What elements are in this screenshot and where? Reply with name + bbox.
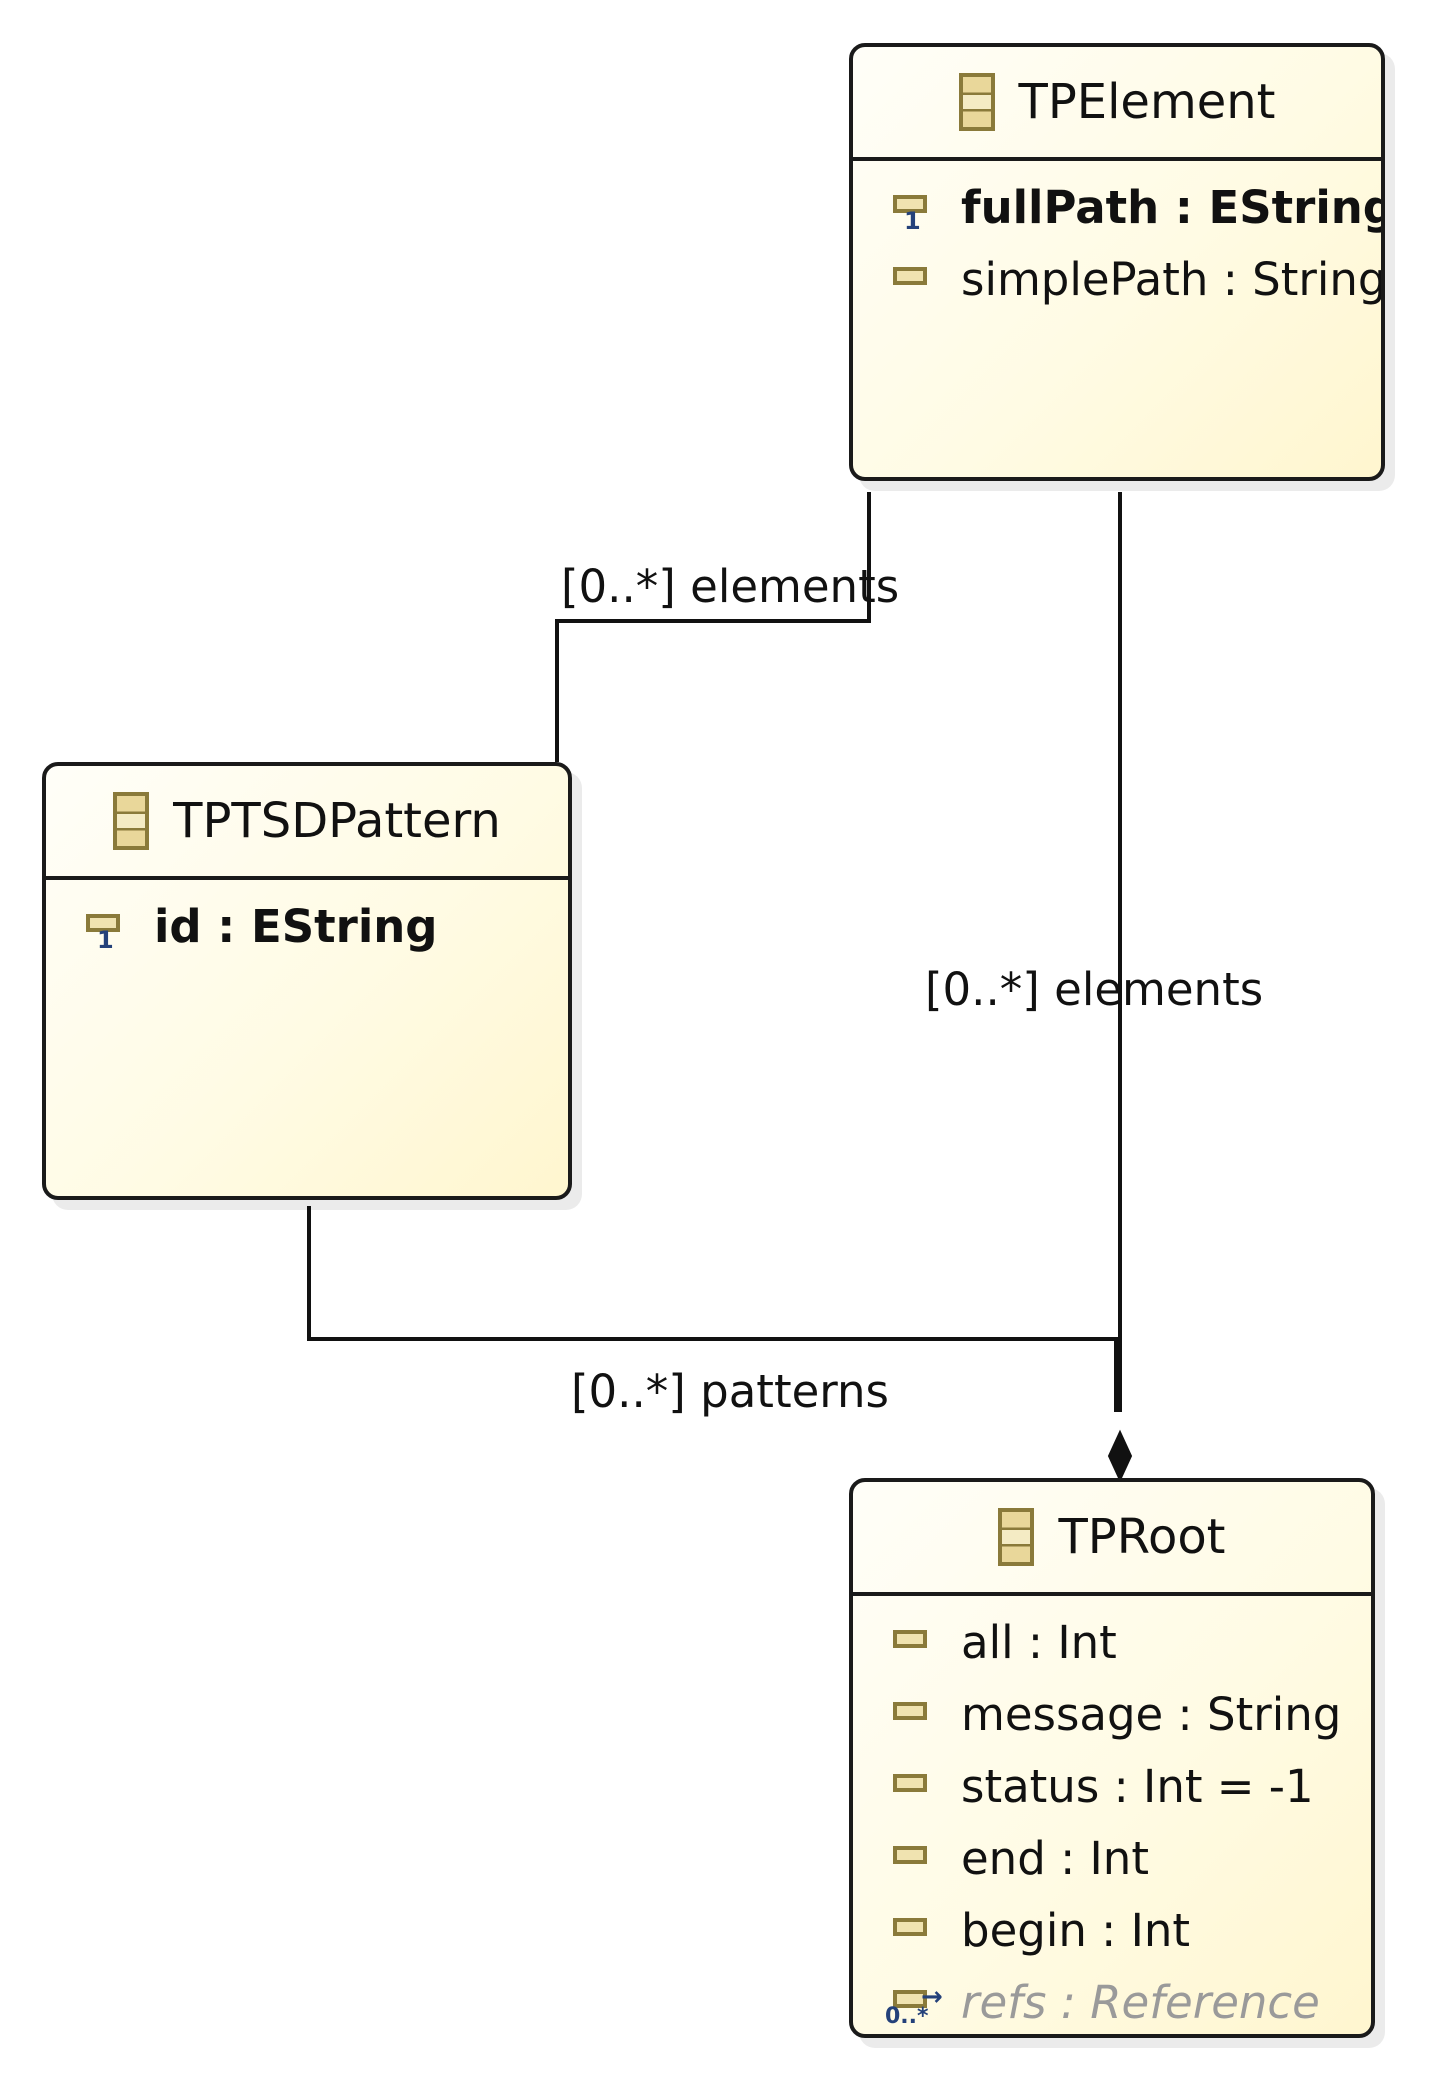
attribute-row[interactable]: message : String: [853, 1678, 1371, 1750]
attribute-row[interactable]: begin : Int: [853, 1894, 1371, 1966]
attribute-row[interactable]: → 0..* refs : Reference: [853, 1966, 1371, 2034]
composition-diamond: [1107, 1429, 1133, 1483]
class-header: TPElement: [853, 47, 1381, 161]
attribute-icon: [891, 1762, 947, 1810]
eclass-icon: [113, 792, 150, 850]
class-header: TPRoot: [853, 1482, 1371, 1596]
connector-root-patterns[interactable]: [307, 1206, 1118, 1412]
attribute-label: all : Int: [961, 1615, 1117, 1669]
attribute-label: status : Int = -1: [961, 1759, 1314, 1813]
connector-label-root-elements: [0..*] elements: [925, 963, 1263, 1016]
attribute-label: end : Int: [961, 1831, 1149, 1885]
attribute-icon: [891, 1906, 947, 1954]
attribute-list: 1 id : EString: [46, 880, 568, 962]
attribute-row[interactable]: simplePath : String: [853, 243, 1381, 315]
id-attribute-icon: 1: [84, 902, 140, 952]
attribute-icon: [891, 1690, 947, 1738]
class-name: TPRoot: [1058, 1509, 1226, 1565]
connector-label-root-patterns: [0..*] patterns: [571, 1365, 889, 1418]
class-header: TPTSDPattern: [46, 766, 568, 880]
eclass-icon: [958, 73, 995, 131]
attribute-label: fullPath : EString: [961, 180, 1385, 234]
attribute-label: message : String: [961, 1687, 1342, 1741]
class-name: TPTSDPattern: [173, 793, 501, 849]
connector-pattern-elements[interactable]: [555, 492, 871, 762]
class-name: TPElement: [1018, 74, 1276, 130]
eclass-icon: [998, 1508, 1035, 1566]
attribute-icon: [891, 255, 947, 303]
attribute-row[interactable]: status : Int = -1: [853, 1750, 1371, 1822]
attribute-label: refs : Reference: [961, 1975, 1320, 2029]
id-attribute-icon: 1: [891, 183, 947, 233]
attribute-label: id : EString: [154, 899, 438, 953]
attribute-label: begin : Int: [961, 1903, 1191, 1957]
reference-attribute-icon: → 0..*: [885, 1982, 943, 2029]
attribute-row[interactable]: all : Int: [853, 1606, 1371, 1678]
attribute-row[interactable]: end : Int: [853, 1822, 1371, 1894]
class-tpelement[interactable]: TPElement 1 fullPath : EString simplePat…: [849, 43, 1385, 481]
attribute-label: simplePath : String: [961, 252, 1385, 306]
attribute-list: all : Int message : String status : Int …: [853, 1596, 1371, 2034]
attribute-row[interactable]: 1 id : EString: [46, 890, 568, 962]
multiplicity-marker: 0..*: [885, 2004, 929, 2029]
class-tproot[interactable]: TPRoot all : Int message : String status…: [849, 1478, 1375, 2038]
connector-label-pattern-elements: [0..*] elements: [561, 560, 899, 613]
class-tptsdpattern[interactable]: TPTSDPattern 1 id : EString: [42, 762, 572, 1200]
attribute-list: 1 fullPath : EString simplePath : String: [853, 161, 1381, 315]
attribute-icon: [891, 1834, 947, 1882]
attribute-row[interactable]: 1 fullPath : EString: [853, 171, 1381, 243]
attribute-icon: [891, 1618, 947, 1666]
